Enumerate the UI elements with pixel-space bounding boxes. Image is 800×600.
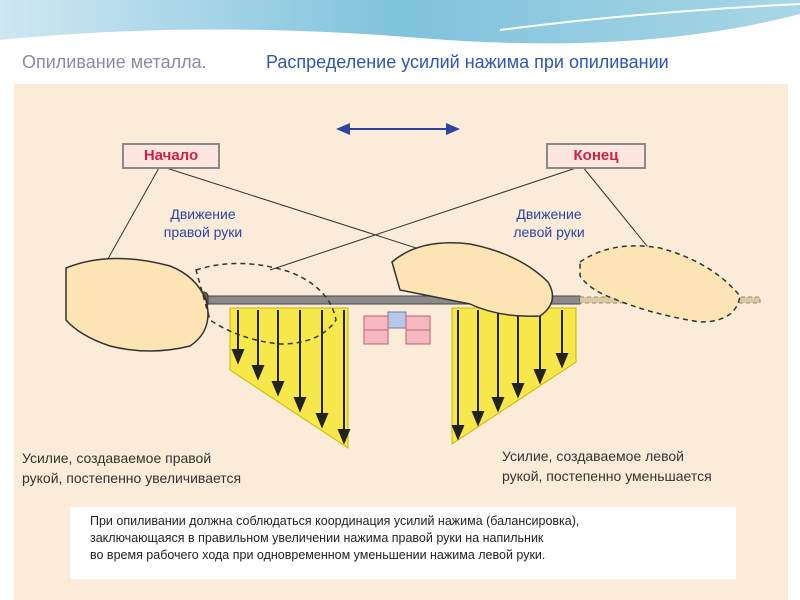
right-hand-force-caption: Усилие, создаваемое правой рукой, постеп… <box>22 450 242 486</box>
end-label: Конец <box>546 143 646 169</box>
right-hand-force-diagram <box>229 307 351 449</box>
left-hand-force-caption: Усилие, создаваемое левой рукой, постепе… <box>502 448 712 484</box>
left-hand-end <box>579 245 741 323</box>
left-hand-force-diagram <box>451 307 577 445</box>
balancing-note: При опиливании должна соблюдаться коорди… <box>70 507 736 579</box>
start-label: Начало <box>122 143 220 169</box>
page-subtitle: Распределение усилий нажима при опиливан… <box>266 52 669 72</box>
vise-icon <box>363 311 431 345</box>
right-hand-motion-label: Движение правой руки <box>163 206 243 240</box>
left-hand-start <box>391 242 554 317</box>
right-hand-end <box>195 262 337 345</box>
right-hand-start <box>65 257 209 352</box>
left-hand-motion-label: Движение левой руки <box>513 206 585 240</box>
title-row: Опиливание металла. Распределение усилий… <box>22 52 782 80</box>
page-title: Опиливание металла. <box>22 52 207 72</box>
double-arrow-icon <box>336 123 460 135</box>
header-wave <box>0 0 800 50</box>
